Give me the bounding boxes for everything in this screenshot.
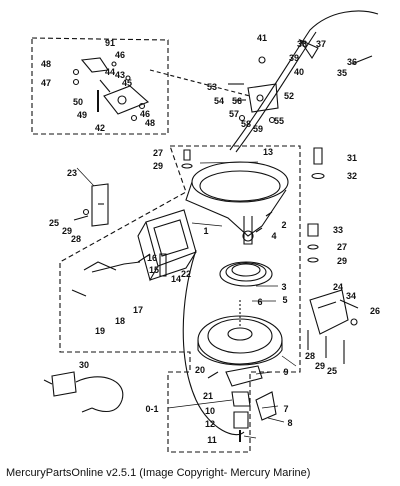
callout-label: 25 bbox=[48, 218, 60, 228]
callout-label: 4 bbox=[271, 231, 277, 241]
callout-label: 44 bbox=[104, 67, 116, 77]
callout-label: 20 bbox=[194, 365, 206, 375]
rewind-spring bbox=[219, 261, 273, 287]
callout-label: 27 bbox=[152, 148, 164, 158]
callout-label: 10 bbox=[204, 406, 216, 416]
callout-label: 1 bbox=[203, 226, 209, 236]
callout-label: 16 bbox=[146, 253, 158, 263]
callout-label: 38 bbox=[296, 39, 308, 49]
callout-label: 9 bbox=[283, 367, 289, 377]
starter-rope bbox=[71, 249, 245, 436]
callout-label: 22 bbox=[180, 269, 192, 279]
callout-label: 32 bbox=[346, 171, 358, 181]
callout-label: 12 bbox=[204, 419, 216, 429]
interlock-link bbox=[307, 289, 359, 364]
callout-label: 48 bbox=[144, 118, 156, 128]
callout-label: 21 bbox=[202, 391, 214, 401]
callout-label: 47 bbox=[40, 78, 52, 88]
callout-label: 19 bbox=[94, 326, 106, 336]
callout-label: 7 bbox=[283, 404, 289, 414]
callout-label: 35 bbox=[336, 68, 348, 78]
callout-label: 8 bbox=[287, 418, 293, 428]
callout-label: 58 bbox=[240, 119, 252, 129]
callout-label: 6 bbox=[257, 297, 263, 307]
linkage-inset-box bbox=[31, 37, 169, 135]
left-bracket bbox=[73, 183, 109, 227]
callout-label: 59 bbox=[252, 124, 264, 134]
callout-label: 57 bbox=[228, 109, 240, 119]
callout-label: 40 bbox=[293, 67, 305, 77]
callout-label: 45 bbox=[121, 78, 133, 88]
assembly-outline bbox=[59, 145, 301, 453]
callout-label: 33 bbox=[332, 225, 344, 235]
callout-label: 30 bbox=[78, 360, 90, 370]
control-bracket bbox=[228, 83, 279, 124]
callout-label: 42 bbox=[94, 123, 106, 133]
callout-label: 48 bbox=[40, 59, 52, 69]
callout-label: 27 bbox=[336, 242, 348, 252]
neutral-start-cable bbox=[43, 371, 124, 413]
callout-label: 43 bbox=[114, 70, 126, 80]
callout-label: 46 bbox=[139, 109, 151, 119]
callout-label: 3 bbox=[281, 282, 287, 292]
callout-label: 41 bbox=[256, 33, 268, 43]
callout-label: 11 bbox=[207, 435, 217, 445]
callout-label: 52 bbox=[283, 91, 295, 101]
callout-label: 2 bbox=[281, 220, 287, 230]
callout-label: 24 bbox=[332, 282, 344, 292]
rewind-pulley bbox=[197, 300, 283, 366]
callout-label: 50 bbox=[72, 97, 84, 107]
callout-label: 54 bbox=[213, 96, 225, 106]
callout-label: 15 bbox=[148, 265, 160, 275]
callout-label: 56 bbox=[231, 96, 243, 106]
callout-label: 36 bbox=[346, 57, 358, 67]
callout-leaders bbox=[76, 161, 297, 439]
right-hardware bbox=[159, 147, 325, 277]
callout-label: 29 bbox=[336, 256, 348, 266]
callout-label: 55 bbox=[273, 116, 285, 126]
callout-label: 34 bbox=[345, 291, 357, 301]
callout-label: 17 bbox=[132, 305, 144, 315]
throttle-cable bbox=[229, 10, 379, 153]
callout-label: 46 bbox=[114, 50, 126, 60]
image-caption: MercuryPartsOnline v2.5.1 (Image Copyrig… bbox=[6, 467, 311, 479]
callout-label: 39 bbox=[288, 53, 300, 63]
callout-label: 29 bbox=[61, 226, 73, 236]
leader-line bbox=[149, 69, 251, 97]
callout-label: 53 bbox=[206, 82, 218, 92]
callout-label: 29 bbox=[314, 361, 326, 371]
callout-label: 25 bbox=[326, 366, 338, 376]
callout-label: 13 bbox=[262, 147, 274, 157]
callout-label: 28 bbox=[304, 351, 316, 361]
callout-label: 23 bbox=[66, 168, 78, 178]
callout-label: 31 bbox=[346, 153, 358, 163]
callout-label: 14 bbox=[170, 274, 182, 284]
callout-label: 26 bbox=[369, 306, 381, 316]
callout-label: 5 bbox=[282, 295, 288, 305]
callout-label: 18 bbox=[114, 316, 126, 326]
callout-label: 37 bbox=[315, 39, 327, 49]
callout-label: 0-1 bbox=[145, 404, 159, 414]
callout-label: 28 bbox=[70, 234, 82, 244]
exploded-view-diagram bbox=[31, 10, 379, 453]
callout-label: 29 bbox=[152, 161, 164, 171]
callout-label: 91 bbox=[104, 38, 116, 48]
callout-label: 49 bbox=[76, 110, 88, 120]
pawl-assembly bbox=[207, 365, 277, 442]
